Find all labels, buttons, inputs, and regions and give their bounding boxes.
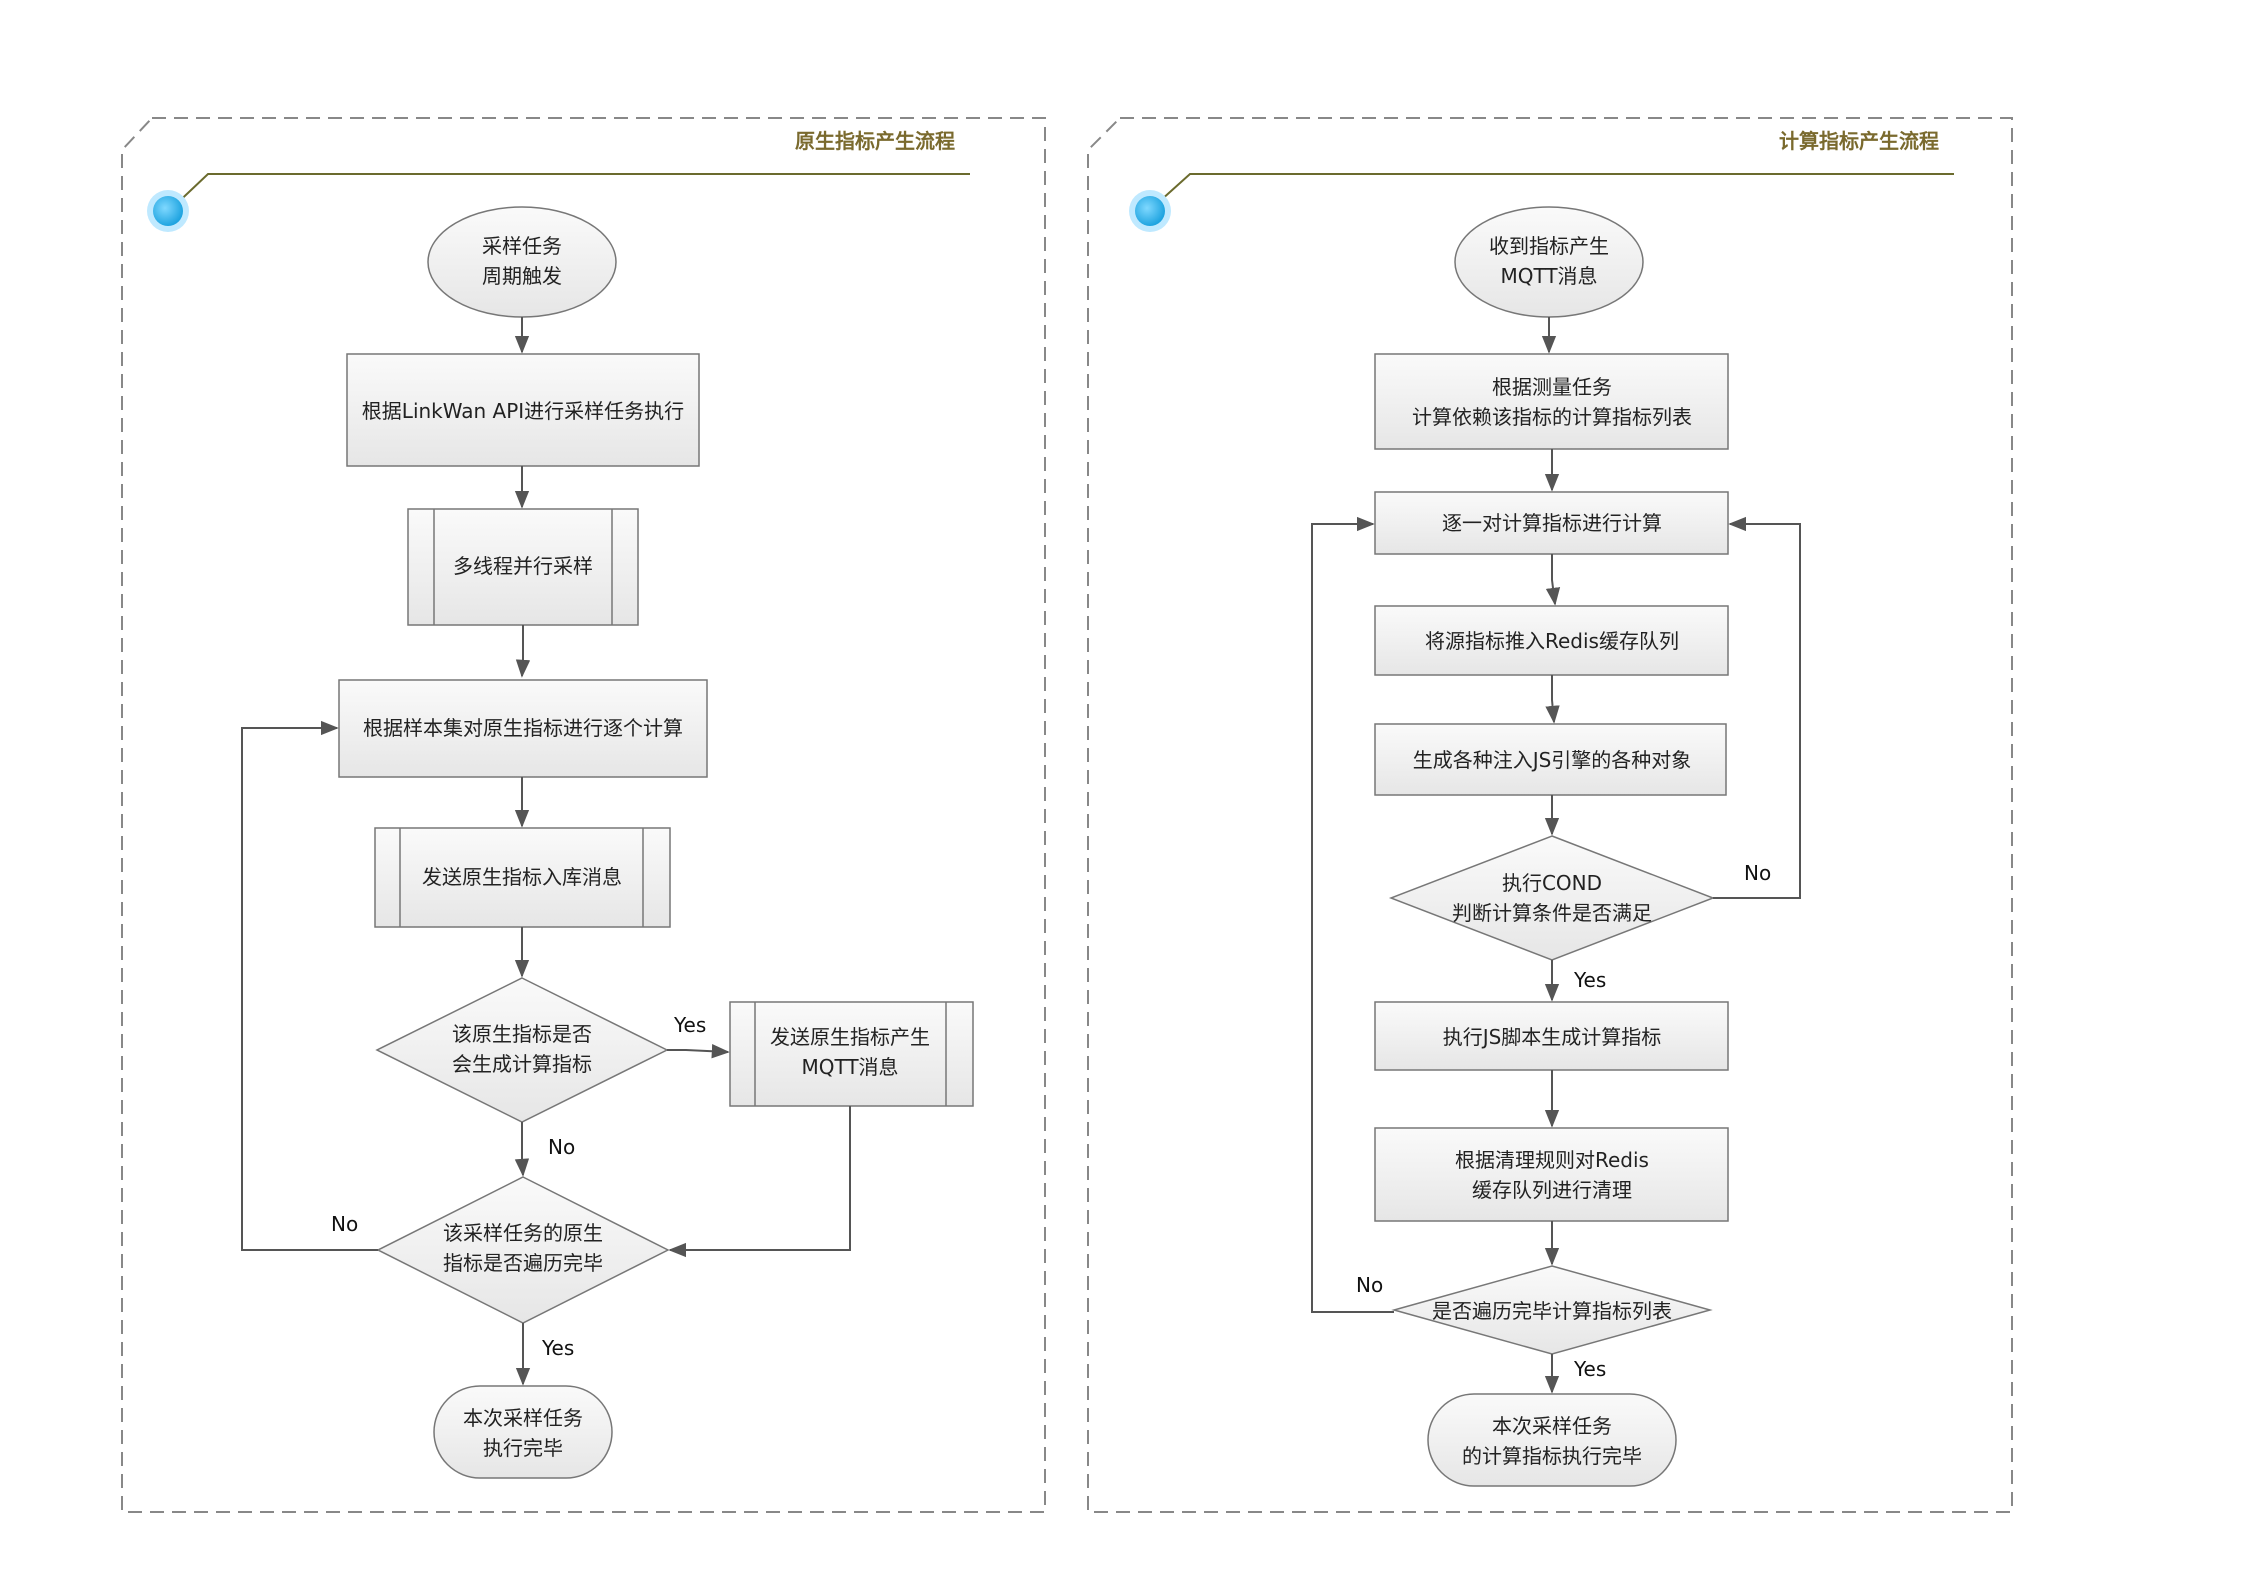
panel-frame <box>1087 117 2013 1513</box>
panel-computed-metrics: 计算指标产生流程 收到指标产生 MQTT消息 根据测量任务 计算依赖该指标的计算… <box>1087 117 2013 1513</box>
process-js-objects: 生成各种注入JS引擎的各种对象 <box>1374 723 1727 796</box>
svg-text:本次采样任务: 本次采样任务 <box>1492 1414 1612 1438</box>
svg-text:缓存队列进行清理: 缓存队列进行清理 <box>1472 1178 1632 1202</box>
process-per-metric-calc: 根据样本集对原生指标进行逐个计算 <box>338 679 708 778</box>
svg-text:根据清理规则对Redis: 根据清理规则对Redis <box>1455 1148 1649 1172</box>
title-underline <box>169 173 970 211</box>
svg-text:周期触发: 周期触发 <box>482 264 562 288</box>
svg-text:MQTT消息: MQTT消息 <box>801 1055 898 1079</box>
edge-label-yes: Yes <box>1573 1357 1606 1381</box>
process-compute-each: 逐一对计算指标进行计算 <box>1374 491 1729 555</box>
svg-text:计算依赖该指标的计算指标列表: 计算依赖该指标的计算指标列表 <box>1412 405 1692 429</box>
svg-text:的计算指标执行完毕: 的计算指标执行完毕 <box>1462 1444 1642 1468</box>
process-dependent-list: 根据测量任务 计算依赖该指标的计算指标列表 <box>1374 353 1729 450</box>
svg-text:MQTT消息: MQTT消息 <box>1500 264 1597 288</box>
svg-text:执行COND: 执行COND <box>1502 871 1602 895</box>
panel-native-metrics: 原生指标产生流程 采样任务 周期触发 根据LinkWan API进行采样任务执行… <box>121 117 1046 1513</box>
end-node: 本次采样任务 的计算指标执行完毕 <box>1427 1393 1677 1487</box>
subprocess-send-storage-msg: 发送原生指标入库消息 <box>374 827 671 928</box>
decision-generates-computed: 该原生指标是否 会生成计算指标 <box>375 977 669 1123</box>
svg-text:该采样任务的原生: 该采样任务的原生 <box>443 1221 603 1245</box>
decision-cond-check: 执行COND 判断计算条件是否满足 <box>1388 835 1716 961</box>
start-node: 收到指标产生 MQTT消息 <box>1454 206 1644 318</box>
svg-text:执行完毕: 执行完毕 <box>483 1436 563 1460</box>
panel-title: 计算指标产生流程 <box>1779 129 1939 153</box>
decision-list-complete: 是否遍历完毕计算指标列表 <box>1391 1265 1713 1355</box>
decision-traversal-complete: 该采样任务的原生 指标是否遍历完毕 <box>376 1176 670 1324</box>
edge-label-yes: Yes <box>1573 968 1606 992</box>
svg-text:指标是否遍历完毕: 指标是否遍历完毕 <box>443 1251 603 1275</box>
svg-text:收到指标产生: 收到指标产生 <box>1489 234 1609 258</box>
svg-text:会生成计算指标: 会生成计算指标 <box>452 1052 592 1076</box>
edge-label-yes: Yes <box>673 1013 706 1037</box>
panel-marker-dot-core <box>153 196 183 226</box>
subprocess-send-mqtt: 发送原生指标产生 MQTT消息 <box>729 1001 974 1107</box>
svg-text:发送原生指标入库消息: 发送原生指标入库消息 <box>422 865 622 889</box>
panel-marker-dot-core <box>1135 196 1165 226</box>
edge-label-no: No <box>548 1135 575 1159</box>
subprocess-multithread-sampling: 多线程并行采样 <box>407 508 639 626</box>
process-linkwan-api: 根据LinkWan API进行采样任务执行 <box>346 353 700 467</box>
panel-frame <box>121 117 1046 1513</box>
svg-text:是否遍历完毕计算指标列表: 是否遍历完毕计算指标列表 <box>1432 1299 1672 1323</box>
svg-text:将源指标推入Redis缓存队列: 将源指标推入Redis缓存队列 <box>1425 629 1679 653</box>
svg-text:逐一对计算指标进行计算: 逐一对计算指标进行计算 <box>1442 511 1662 535</box>
process-run-js: 执行JS脚本生成计算指标 <box>1374 1001 1729 1071</box>
panel-title: 原生指标产生流程 <box>795 129 955 153</box>
svg-text:多线程并行采样: 多线程并行采样 <box>453 554 593 578</box>
svg-text:判断计算条件是否满足: 判断计算条件是否满足 <box>1452 901 1652 925</box>
end-node: 本次采样任务 执行完毕 <box>433 1385 613 1479</box>
svg-text:发送原生指标产生: 发送原生指标产生 <box>770 1025 930 1049</box>
svg-text:根据测量任务: 根据测量任务 <box>1492 375 1612 399</box>
svg-text:根据LinkWan API进行采样任务执行: 根据LinkWan API进行采样任务执行 <box>362 399 684 423</box>
svg-text:根据样本集对原生指标进行逐个计算: 根据样本集对原生指标进行逐个计算 <box>363 716 683 740</box>
process-clean-redis: 根据清理规则对Redis 缓存队列进行清理 <box>1374 1127 1729 1222</box>
svg-text:执行JS脚本生成计算指标: 执行JS脚本生成计算指标 <box>1443 1025 1662 1049</box>
edge-label-no: No <box>1744 861 1771 885</box>
svg-text:生成各种注入JS引擎的各种对象: 生成各种注入JS引擎的各种对象 <box>1413 748 1692 772</box>
svg-text:本次采样任务: 本次采样任务 <box>463 1406 583 1430</box>
edge-label-yes: Yes <box>541 1336 574 1360</box>
edge-label-no: No <box>331 1212 358 1236</box>
process-push-redis: 将源指标推入Redis缓存队列 <box>1374 605 1729 676</box>
edge-label-no: No <box>1356 1273 1383 1297</box>
start-node: 采样任务 周期触发 <box>427 206 617 318</box>
svg-text:采样任务: 采样任务 <box>482 234 562 258</box>
title-underline <box>1149 173 1954 211</box>
svg-text:该原生指标是否: 该原生指标是否 <box>452 1022 592 1046</box>
